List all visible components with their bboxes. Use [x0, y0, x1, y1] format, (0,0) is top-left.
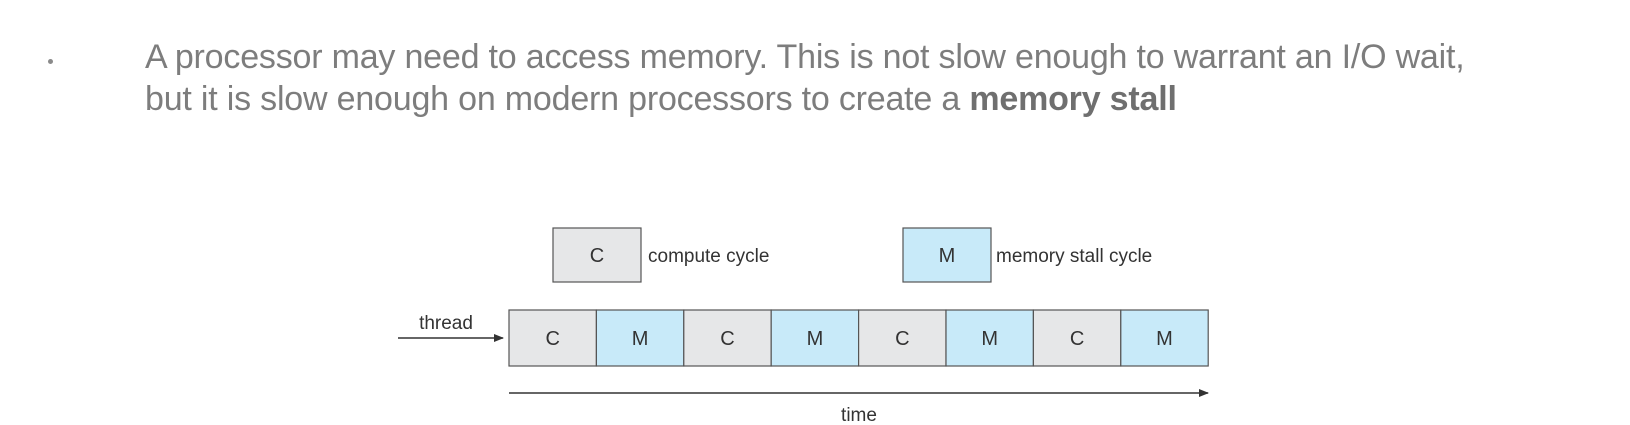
cycle-cell-label: M	[632, 328, 649, 350]
thread-label: thread	[419, 313, 473, 334]
legend-memory-label: memory stall cycle	[996, 246, 1152, 267]
bullet-text-emphasis: memory stall	[969, 80, 1177, 118]
cycle-cell-label: C	[720, 328, 734, 350]
bullet-text-line2: but it is slow enough on modern processo…	[145, 80, 970, 118]
legend-compute: C compute cycle	[552, 227, 769, 283]
legend-compute-symbol: C	[590, 245, 604, 267]
compute-cycle-cell	[1032, 309, 1122, 367]
cycle-cell-label: C	[1070, 328, 1084, 350]
cycle-cell-label: C	[545, 328, 559, 350]
bullet-text: A processor may need to access memory. T…	[145, 36, 1615, 120]
legend-compute-box	[552, 227, 642, 283]
memory-stall-cycle-cell	[1120, 309, 1209, 367]
compute-cycle-cell	[508, 309, 598, 367]
bullet-text-line1: A processor may need to access memory. T…	[145, 38, 1465, 76]
cycle-cell-label: M	[1156, 328, 1173, 350]
cycle-cell-label: M	[981, 328, 998, 350]
memory-stall-cycle-cell	[595, 309, 685, 367]
legend-compute-label: compute cycle	[648, 246, 769, 267]
compute-cycle-cell	[683, 309, 772, 367]
bullet-dot	[48, 59, 53, 64]
memory-stall-cycle-cell	[770, 309, 860, 367]
cycle-cell-label: M	[807, 328, 824, 350]
time-label: time	[841, 405, 877, 425]
memory-stall-cycle-cell	[945, 309, 1035, 367]
compute-cycle-cell	[857, 309, 947, 367]
cycle-cell-label: C	[895, 328, 909, 350]
legend-memory-box	[902, 227, 992, 283]
legend-memory: M memory stall cycle	[902, 227, 1152, 283]
legend-memory-symbol: M	[939, 245, 956, 267]
bullet-item: A processor may need to access memory. T…	[0, 0, 1630, 130]
